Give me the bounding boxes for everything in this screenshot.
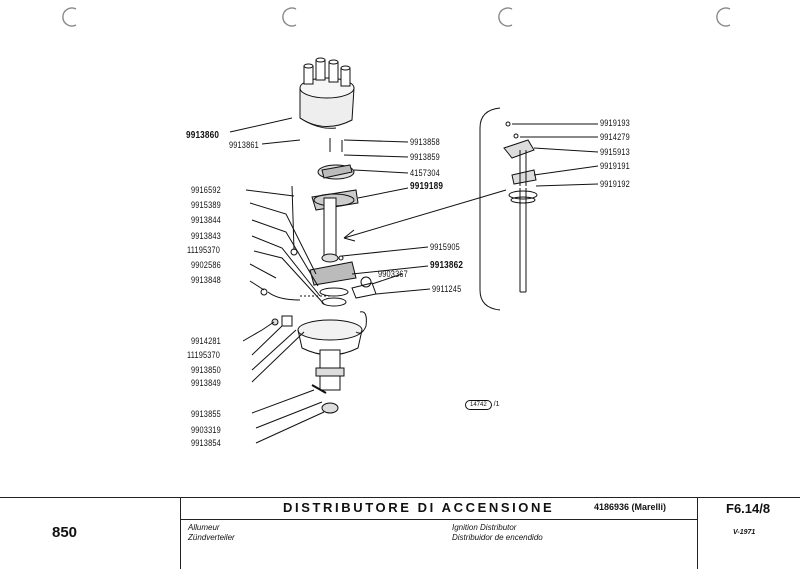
title-english: Ignition Distributor [452, 523, 517, 532]
title-french: Allumeur [188, 523, 220, 532]
part-number-9915913: 9915913 [600, 147, 630, 157]
binder-hole-icon [62, 7, 77, 27]
drawing-number: 14742 [465, 400, 492, 410]
part-number-9919191: 9919191 [600, 161, 630, 171]
title-spanish: Distribuidor de encendido [452, 533, 543, 542]
part-number-9914281: 9914281 [191, 336, 221, 346]
part-number-9915905: 9915905 [430, 242, 460, 252]
part-number-9913855: 9913855 [191, 409, 221, 419]
part-number-9913859: 9913859 [410, 152, 440, 162]
part-number-9913862: 9913862 [430, 260, 464, 271]
sheet-reference: F6.14/8 [726, 501, 771, 516]
binder-hole-icon [498, 7, 513, 27]
footer-divider [0, 497, 800, 498]
title-german: Zündverteiler [188, 533, 235, 542]
model-cell: 850 [0, 497, 181, 569]
part-number-9913858: 9913858 [410, 137, 440, 147]
title-block: 850 DISTRIBUTORE DI ACCENSIONE 4186936 (… [0, 497, 800, 569]
part-number-9913843: 9913843 [191, 231, 221, 241]
exploded-view-diagram [229, 57, 599, 444]
drawing-suffix: /1 [493, 401, 500, 408]
distributor-cap [299, 57, 355, 129]
drawing-reference: 14742 /1 [465, 400, 499, 410]
part-number-9916592: 9916592 [191, 185, 221, 195]
model-number: 850 [52, 524, 78, 541]
part-number-11195370: 11195370 [187, 245, 221, 255]
part-number-11195370-b: 11195370 [187, 350, 221, 360]
binder-hole-icon [716, 7, 731, 27]
part-number-9919192: 9919192 [600, 179, 630, 189]
part-number-9915389: 9915389 [191, 200, 221, 210]
revision-date: V-1971 [733, 529, 756, 536]
part-number-9914279: 9914279 [600, 132, 630, 142]
part-number-9913848: 9913848 [191, 275, 221, 285]
part-number-9919193: 9919193 [600, 118, 630, 128]
part-number-9913854: 9913854 [191, 438, 221, 448]
part-number-9913861: 9913861 [229, 140, 259, 150]
part-number-9913849: 9913849 [191, 378, 221, 388]
part-number-9903319: 9903319 [191, 425, 221, 435]
title-row: DISTRIBUTORE DI ACCENSIONE 4186936 (Mare… [181, 497, 697, 520]
binder-hole-icon [282, 7, 297, 27]
part-number-9913860: 9913860 [186, 130, 220, 141]
part-number-9913844: 9913844 [191, 215, 221, 225]
part-number-9902586: 9902586 [191, 260, 221, 270]
part-number-4157304: 4157304 [410, 168, 440, 178]
part-number-9911245: 9911245 [432, 284, 462, 294]
part-number-9903367: 9903367 [378, 269, 408, 279]
part-number-9919189: 9919189 [410, 181, 444, 192]
page-title: DISTRIBUTORE DI ACCENSIONE [283, 500, 555, 515]
assembly-code: 4186936 (Marelli) [594, 502, 667, 512]
part-number-9913850: 9913850 [191, 365, 221, 375]
sheet-ref-cell: F6.14/8 V-1971 [697, 497, 800, 569]
translations-en-es: Ignition Distributor Distribuidor de enc… [452, 523, 543, 543]
translations-fr-de: Allumeur Zündverteiler [188, 523, 235, 543]
